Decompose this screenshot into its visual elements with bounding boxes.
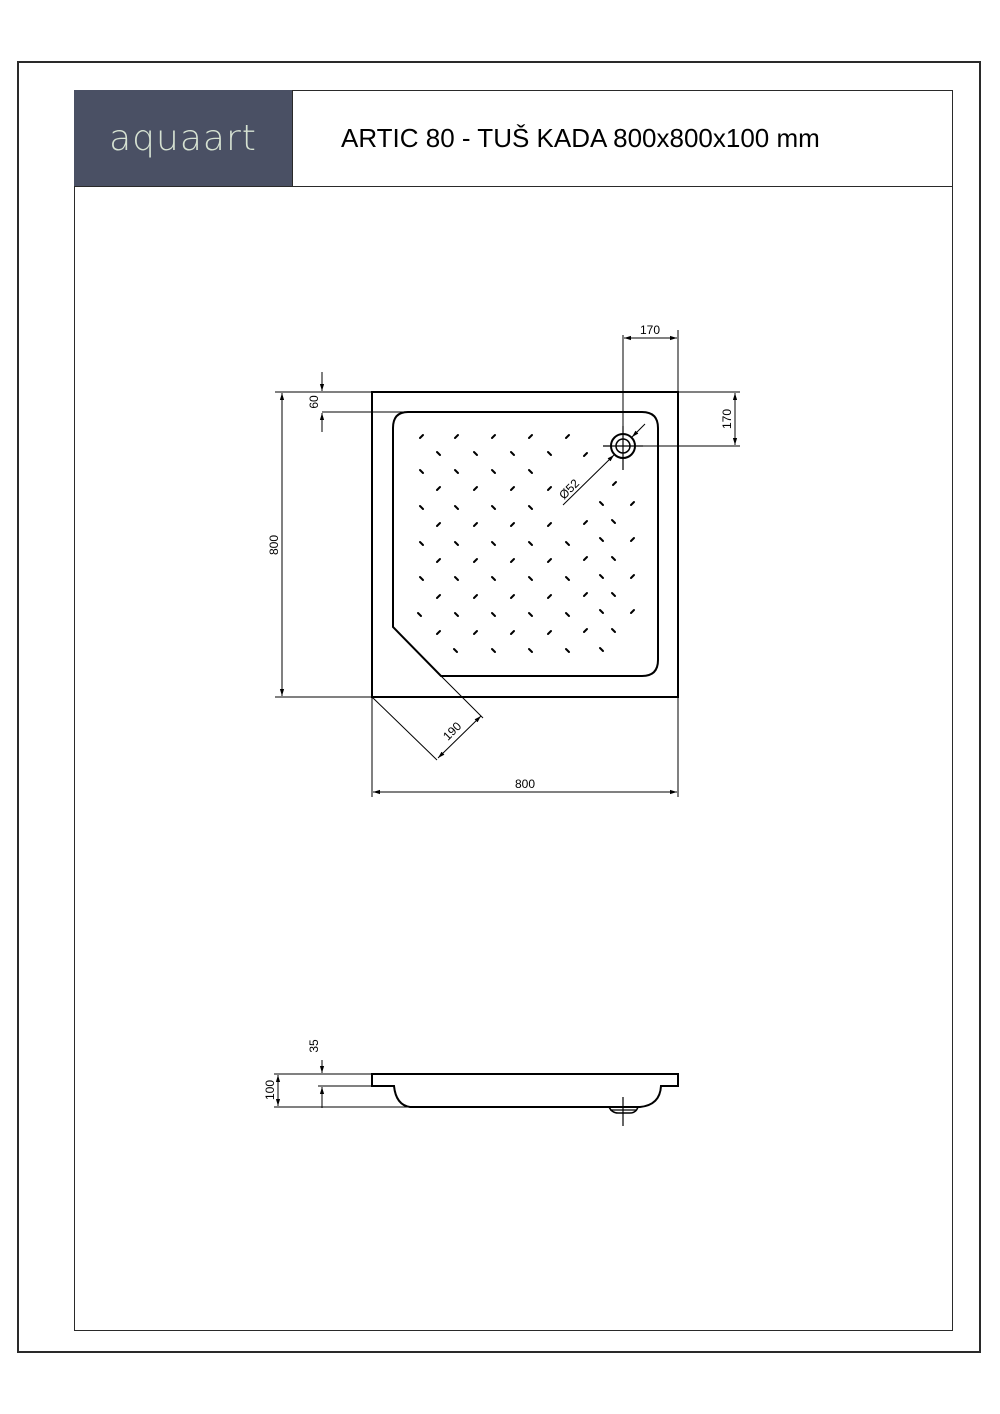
dimension-rim-height (318, 1060, 372, 1108)
dimension-width (371, 697, 679, 797)
side-view: 100 35 (263, 1039, 679, 1126)
tray-profile (371, 1073, 679, 1108)
dim-rim-height-label: 35 (307, 1039, 321, 1053)
outer-frame (17, 61, 981, 1353)
dimension-total-height (274, 1073, 410, 1108)
top-view: 800 800 60 170 170 (267, 323, 740, 797)
drain-icon (603, 426, 643, 470)
drawing-title: ARTIC 80 - TUŠ KADA 800x800x100 mm (341, 122, 820, 153)
dimension-drain-x (622, 330, 679, 426)
dim-rim-label: 60 (307, 395, 321, 409)
dim-drain-x-label: 170 (640, 323, 660, 337)
dimension-drain-y (643, 391, 740, 447)
logo-text: aquaart (109, 117, 257, 159)
dim-height-label: 800 (267, 535, 281, 555)
anti-slip-pattern (417, 434, 635, 653)
dim-corner-label: 190 (440, 719, 464, 743)
tray-basin (392, 411, 659, 677)
dimension-corner (371, 675, 484, 761)
title-block: aquaart ARTIC 80 - TUŠ KADA 800x800x100 … (74, 90, 953, 187)
title-cell: ARTIC 80 - TUŠ KADA 800x800x100 mm (292, 90, 953, 186)
dimension-drain-diameter (562, 423, 646, 506)
dim-total-height-label: 100 (263, 1080, 277, 1100)
drawing-frame (74, 90, 953, 1331)
dimension-height (275, 391, 372, 698)
dimension-rim (319, 372, 408, 432)
tray-outline (371, 391, 679, 698)
logo: aquaart (74, 90, 292, 186)
dim-drain-diameter-label: Ø52 (556, 476, 582, 502)
dim-drain-y-label: 170 (720, 409, 734, 429)
dim-width-label: 800 (515, 777, 535, 791)
